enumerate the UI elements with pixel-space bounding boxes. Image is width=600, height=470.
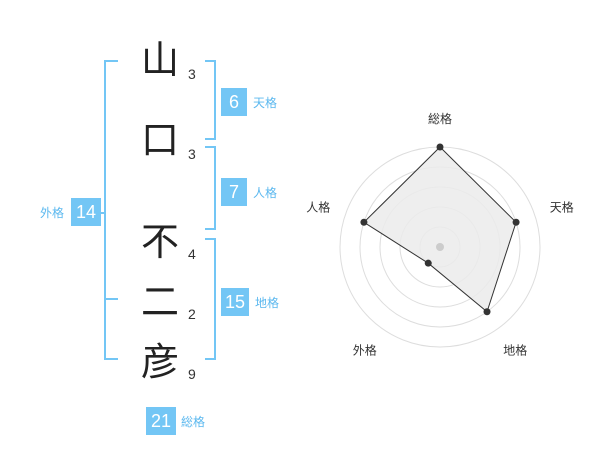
radar-points bbox=[360, 143, 520, 316]
stroke-count-3: 4 bbox=[188, 246, 196, 262]
name-char-5: 彦 bbox=[140, 340, 179, 384]
radar-axis-label-1: 総格 bbox=[428, 111, 452, 126]
radar-axis-label-3: 地格 bbox=[503, 343, 527, 358]
radar-point-3 bbox=[483, 308, 491, 316]
gai-kaku-badge: 14 bbox=[71, 198, 101, 226]
radar-center-dot bbox=[436, 243, 444, 251]
gai-kaku-label: 外格 bbox=[40, 206, 65, 220]
radar-point-4 bbox=[424, 259, 432, 267]
chi-kaku-label: 地格 bbox=[255, 296, 280, 310]
jin-kaku-badge: 7 bbox=[221, 178, 247, 206]
radar-axis-label-2: 天格 bbox=[550, 199, 574, 214]
stroke-count-2: 3 bbox=[188, 146, 196, 162]
radar-point-1 bbox=[436, 143, 444, 151]
stroke-count-4: 2 bbox=[188, 306, 196, 322]
sou-kaku-label: 総格 bbox=[181, 415, 206, 429]
name-char-1: 山 bbox=[140, 38, 179, 82]
radar-axis-label-5: 人格 bbox=[306, 199, 330, 214]
ten-kaku-label: 天格 bbox=[253, 96, 278, 110]
ten-kaku-badge: 6 bbox=[221, 88, 247, 116]
stroke-count-1: 3 bbox=[188, 66, 196, 82]
jin-kaku-label: 人格 bbox=[253, 186, 278, 200]
radar-point-5 bbox=[360, 218, 368, 226]
chi-kaku-badge: 15 bbox=[221, 288, 249, 316]
name-char-2: 口 bbox=[140, 118, 179, 162]
radar-point-2 bbox=[512, 218, 520, 226]
radar-axis-label-4: 外格 bbox=[353, 343, 377, 358]
sou-kaku-badge: 21 bbox=[146, 407, 176, 435]
radar-polygon bbox=[363, 146, 517, 313]
name-char-4: 二 bbox=[140, 280, 179, 324]
name-char-3: 不 bbox=[140, 220, 179, 264]
stroke-count-5: 9 bbox=[188, 366, 196, 382]
